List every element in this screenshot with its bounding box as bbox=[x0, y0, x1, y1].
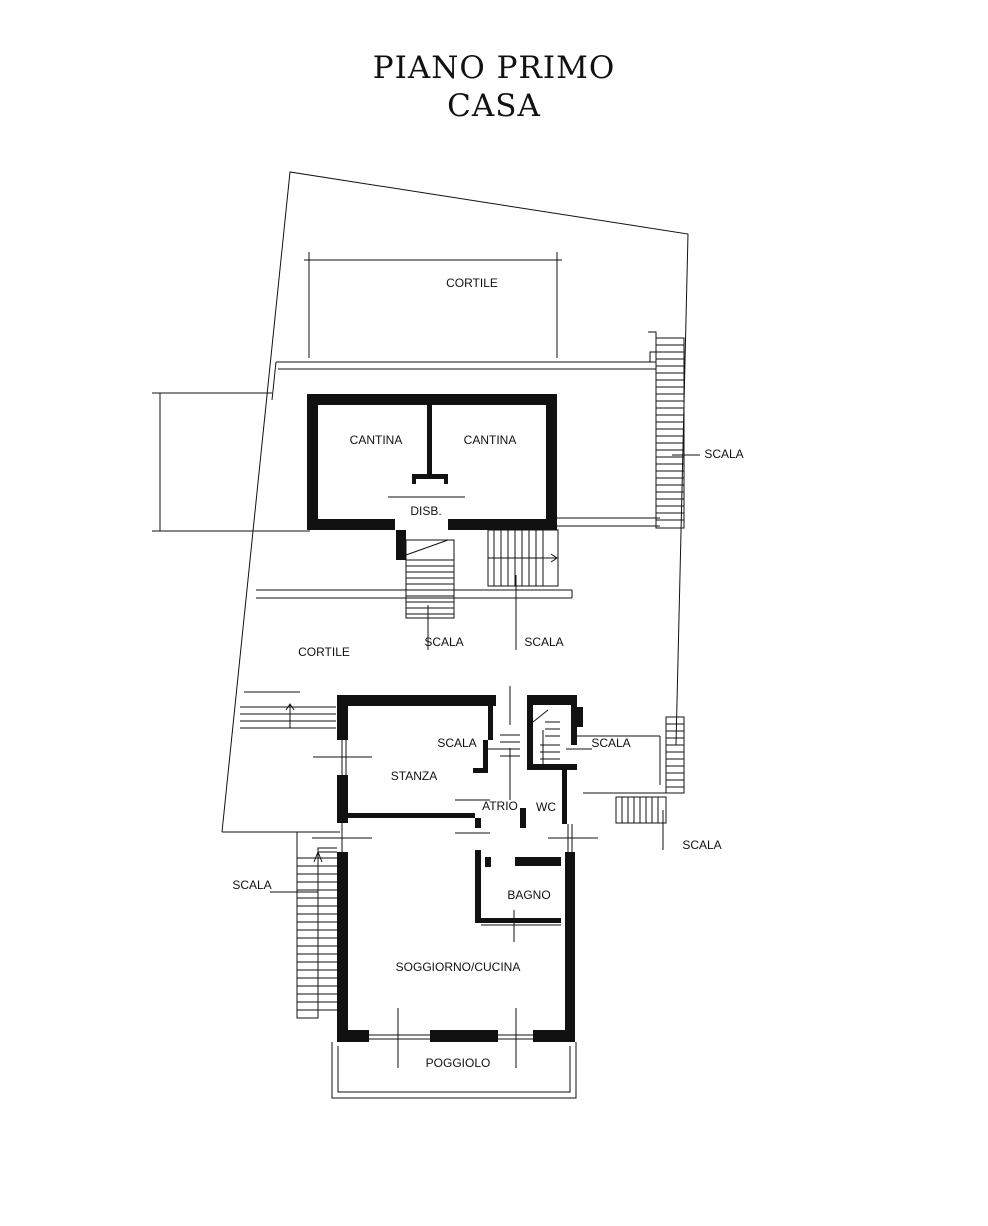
label-wc: WC bbox=[536, 800, 556, 814]
label-scala-right-top: SCALA bbox=[704, 447, 743, 461]
label-scala-mid-left: SCALA bbox=[424, 635, 463, 649]
label-atrio: ATRIO bbox=[482, 799, 518, 813]
label-scala-left: SCALA bbox=[232, 878, 271, 892]
label-poggiolo: POGGIOLO bbox=[426, 1056, 491, 1070]
stair-right-bottom bbox=[573, 716, 685, 850]
left-dimension bbox=[152, 392, 310, 532]
stair-atrio bbox=[492, 709, 560, 764]
cortile-dimension bbox=[304, 252, 562, 358]
stair-west bbox=[296, 832, 337, 1019]
poggiolo-balcony bbox=[331, 1042, 577, 1099]
middle-wall bbox=[256, 589, 573, 599]
plan-subtitle: CASA bbox=[447, 88, 541, 124]
label-scala-inner: SCALA bbox=[437, 736, 476, 750]
cantina-block bbox=[307, 394, 557, 560]
plan-title: PIANO PRIMO bbox=[372, 50, 616, 86]
label-scala-mid-right: SCALA bbox=[524, 635, 563, 649]
label-disb: DISB. bbox=[410, 504, 441, 518]
house-walls bbox=[337, 695, 583, 1042]
label-bagno: BAGNO bbox=[507, 888, 550, 902]
label-scala-right-bottom: SCALA bbox=[682, 838, 721, 852]
stair-right-top bbox=[648, 331, 700, 529]
stair-disb bbox=[405, 539, 455, 650]
label-stanza: STANZA bbox=[391, 769, 437, 783]
openings bbox=[312, 686, 598, 1068]
stair-cantina-right bbox=[487, 529, 559, 650]
stair-west-entry bbox=[240, 691, 336, 729]
label-soggiorno: SOGGIORNO/CUCINA bbox=[396, 960, 521, 974]
label-scala-wc: SCALA bbox=[591, 736, 630, 750]
label-cantina-right: CANTINA bbox=[464, 433, 517, 447]
label-cortile-top: CORTILE bbox=[446, 276, 498, 290]
site-boundary bbox=[221, 171, 689, 833]
label-cantina-left: CANTINA bbox=[350, 433, 403, 447]
courtyard-wall bbox=[271, 361, 656, 401]
label-cortile-mid: CORTILE bbox=[298, 645, 350, 659]
